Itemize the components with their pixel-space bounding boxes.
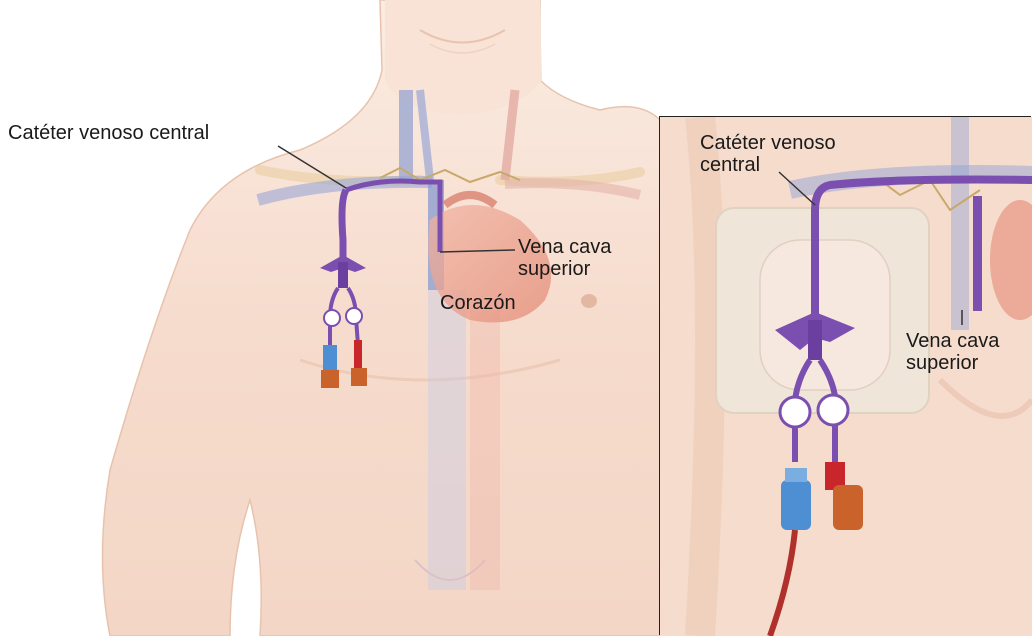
label-catheter-inset-line2: central xyxy=(700,154,760,176)
label-catheter-inset-line1: Catéter venoso xyxy=(700,132,836,154)
label-svc-main-line2: superior xyxy=(518,258,590,280)
label-catheter-main: Catéter venoso central xyxy=(8,122,209,144)
label-svc-inset-line2: superior xyxy=(906,352,978,374)
label-svc-main-line1: Vena cava xyxy=(518,236,611,258)
inset-panel xyxy=(660,117,1032,636)
label-heart: Corazón xyxy=(440,292,516,314)
label-svc-inset-line1: Vena cava xyxy=(906,330,999,352)
